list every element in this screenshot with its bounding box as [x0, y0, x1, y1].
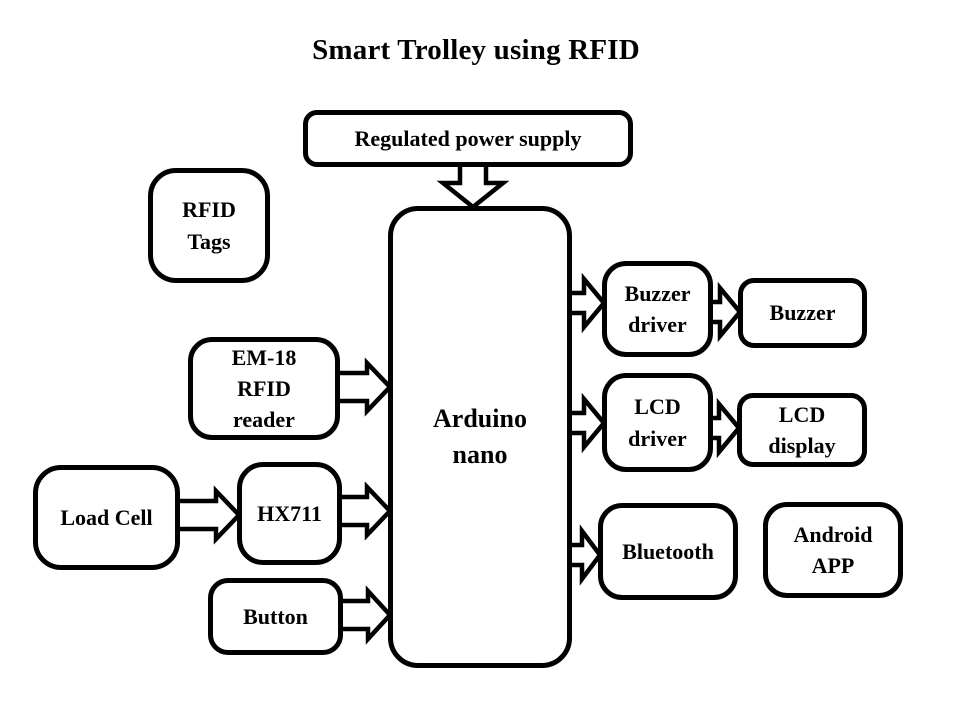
node-buzzer-driver-label: Buzzer driver [624, 280, 691, 337]
node-android-app: Android APP [763, 502, 903, 598]
node-buzzer: Buzzer [738, 278, 867, 348]
node-rfid-tags: RFID Tags [148, 168, 270, 283]
arrow-hx711-to-arduino [335, 481, 394, 541]
node-arduino-nano-label: Arduino nano [433, 404, 527, 469]
node-bluetooth: Bluetooth [598, 503, 738, 600]
node-hx711-label: HX711 [257, 500, 322, 526]
node-rfid-tags-label: RFID Tags [182, 197, 236, 254]
node-em18-rfid-reader-label: EM-18 RFID reader [231, 344, 297, 433]
node-lcd-display: LCD display [737, 393, 867, 467]
arrow-loadcell-to-hx711 [173, 485, 243, 545]
node-hx711: HX711 [237, 462, 342, 565]
node-android-app-label: Android APP [793, 521, 873, 578]
node-em18-rfid-reader: EM-18 RFID reader [188, 337, 340, 440]
node-load-cell-label: Load Cell [60, 504, 153, 530]
arrow-power-to-arduino [436, 161, 510, 210]
node-lcd-driver: LCD driver [602, 373, 713, 472]
arrow-buzzer-driver-to-buzzer [706, 281, 743, 343]
node-power-supply-label: Regulated power supply [354, 125, 582, 151]
node-lcd-display-label: LCD display [768, 401, 836, 458]
arrow-arduino-to-lcd-driver [565, 392, 607, 454]
arrow-button-to-arduino [336, 585, 394, 645]
arrow-em18-to-arduino [333, 357, 394, 417]
node-load-cell: Load Cell [33, 465, 180, 570]
node-arduino-nano: Arduino nano [388, 206, 572, 668]
node-lcd-driver-label: LCD driver [628, 394, 687, 451]
node-buzzer-driver: Buzzer driver [602, 261, 713, 357]
diagram-title: Smart Trolley using RFID [312, 34, 640, 66]
node-power-supply: Regulated power supply [303, 110, 633, 167]
arrow-lcd-driver-to-lcd-display [706, 397, 742, 459]
node-button-label: Button [243, 603, 308, 629]
node-button: Button [208, 578, 343, 655]
arrow-arduino-to-buzzer-driver [565, 272, 607, 334]
node-bluetooth-label: Bluetooth [622, 538, 714, 564]
arrow-arduino-to-bluetooth [565, 524, 603, 586]
node-buzzer-label: Buzzer [769, 300, 836, 326]
